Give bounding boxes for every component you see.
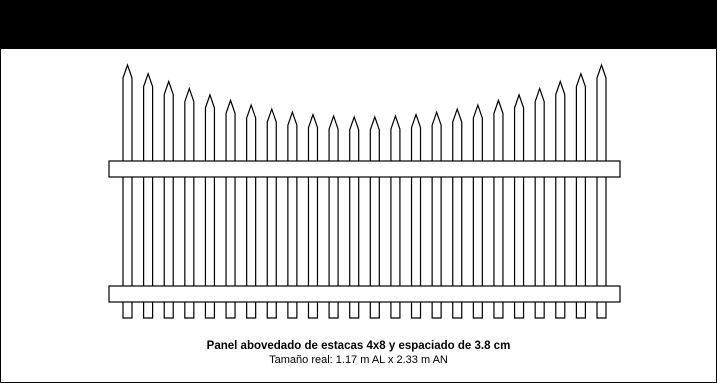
picket xyxy=(534,86,545,319)
picket xyxy=(163,79,174,319)
picket xyxy=(225,98,236,319)
picket xyxy=(184,86,195,319)
picket xyxy=(143,71,154,319)
picket xyxy=(596,63,607,319)
caption: Panel abovedado de estacas 4x8 y espacia… xyxy=(1,339,716,367)
picket xyxy=(246,103,257,319)
picket xyxy=(575,71,586,319)
picket xyxy=(513,93,525,319)
picket xyxy=(204,93,216,319)
top-rail xyxy=(108,160,621,178)
picket xyxy=(493,98,504,319)
caption-subtitle: Tamaño real: 1.17 m AL x 2.33 m AN xyxy=(269,354,448,366)
picket xyxy=(122,63,133,319)
header-bar xyxy=(1,1,716,49)
bottom-rail xyxy=(108,285,621,303)
caption-title: Panel abovedado de estacas 4x8 y espacia… xyxy=(206,340,511,352)
picket xyxy=(472,103,483,319)
fence-diagram xyxy=(108,63,621,319)
picket xyxy=(555,79,566,319)
